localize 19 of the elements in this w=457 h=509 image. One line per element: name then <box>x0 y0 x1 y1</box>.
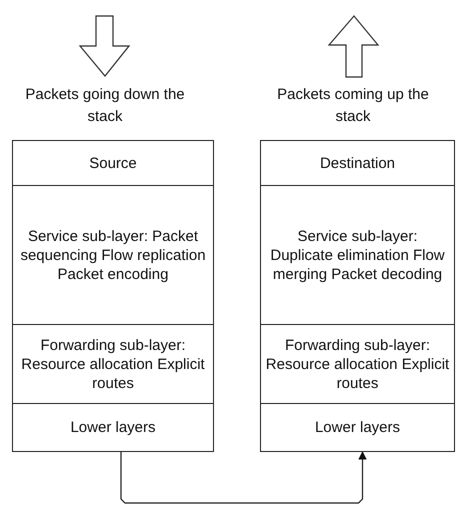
layer-box <box>12 324 214 404</box>
layer-box <box>12 140 214 186</box>
layer-label: Lower layers <box>314 418 402 437</box>
layer-box <box>260 324 455 404</box>
layer-label: Service sub-layer: Duplicate elimination Flow merging Packet decoding <box>269 226 446 284</box>
layer-label: Destination <box>318 154 396 172</box>
layer-box <box>12 403 214 452</box>
connector-arrow <box>120 451 367 504</box>
layer-label: Forwarding sub-layer: Resource allocation Explicit routes <box>20 336 206 392</box>
layer-label: Source <box>88 154 138 172</box>
caption-text: Packets going down the stack <box>24 85 186 127</box>
layer-label: Service sub-layer: Packet sequencing Flow replication Packet encoding <box>19 226 207 284</box>
layer-label: Forwarding sub-layer: Resource allocation Explicit routes <box>264 336 450 392</box>
layer-box <box>260 185 455 325</box>
layer-box <box>260 403 455 452</box>
layer-box <box>260 140 455 186</box>
caption-text: Packets coming up the stack <box>276 85 430 127</box>
layer-box <box>12 185 214 325</box>
layer-label: Lower layers <box>69 418 157 437</box>
